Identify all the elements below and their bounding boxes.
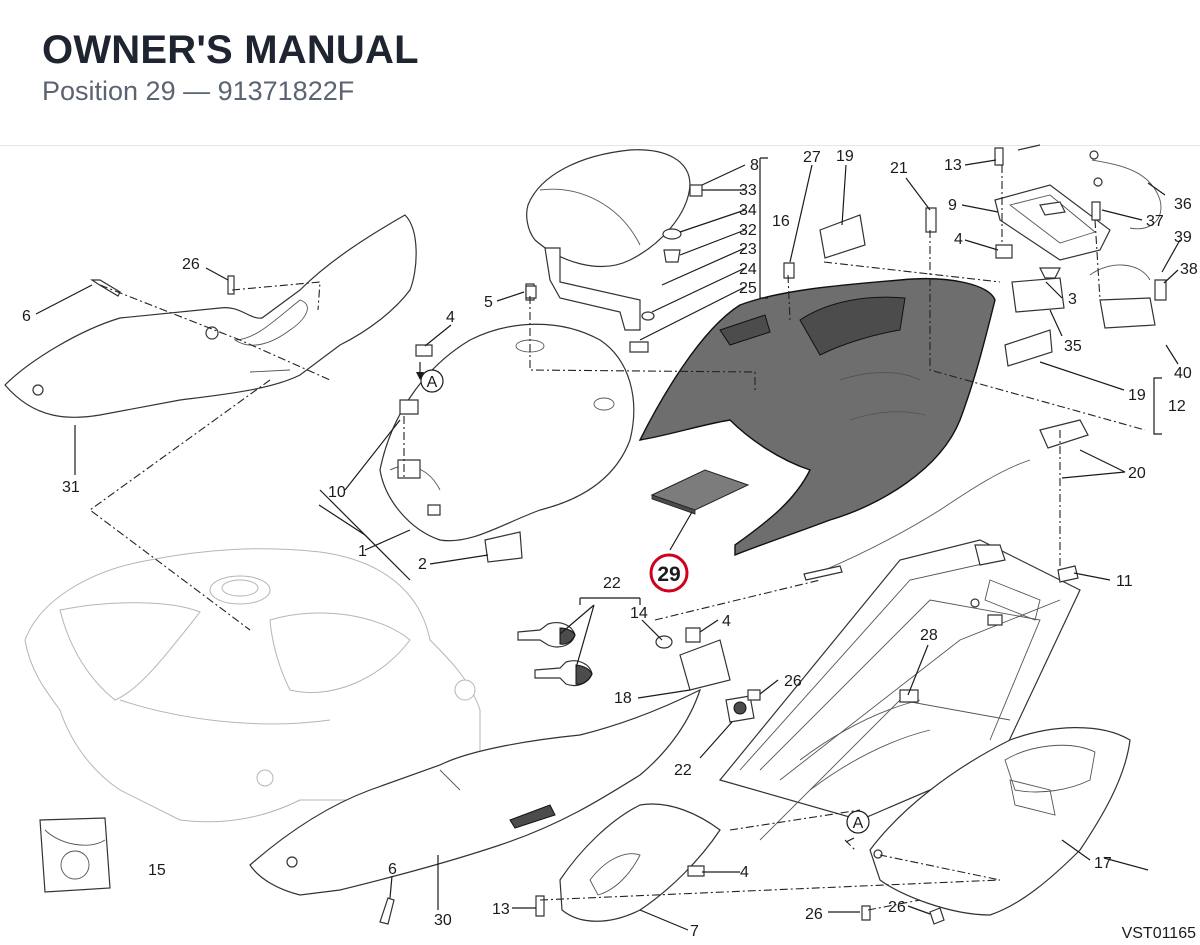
callout-36: 36 xyxy=(1174,196,1192,213)
callout-25: 25 xyxy=(739,280,757,297)
callout-37: 37 xyxy=(1146,213,1164,230)
callout-18: 18 xyxy=(614,690,632,707)
reference-a-top: A xyxy=(416,362,444,393)
callout-35: 35 xyxy=(1064,338,1082,355)
left-side-panel xyxy=(4,214,417,418)
highlighted-callout-29[interactable]: 29 xyxy=(649,553,689,593)
reference-a-bottom: A xyxy=(845,810,870,843)
callout-3: 3 xyxy=(1068,291,1077,308)
callout-24: 24 xyxy=(739,261,757,278)
callout-34: 34 xyxy=(739,202,757,219)
callout-15: 15 xyxy=(148,862,166,879)
callout-20: 20 xyxy=(1128,465,1146,482)
cover-panel xyxy=(559,803,721,922)
page-header: OWNER'S MANUAL Position 29 — 91371822F xyxy=(0,0,1200,146)
page-subtitle: Position 29 — 91371822F xyxy=(42,76,355,106)
tail-fairing xyxy=(638,278,996,557)
right-side-panel xyxy=(249,688,702,896)
callout-32: 32 xyxy=(739,222,757,239)
svg-text:A: A xyxy=(427,374,438,391)
callout-6a: 6 xyxy=(22,308,31,325)
callout-30: 30 xyxy=(434,912,452,929)
callout-33: 33 xyxy=(739,182,757,199)
svg-text:A: A xyxy=(853,815,864,832)
callout-6b: 6 xyxy=(388,861,397,878)
callout-38: 38 xyxy=(1180,261,1198,278)
callout-31: 31 xyxy=(62,479,80,496)
callout-13b: 13 xyxy=(492,901,510,918)
callout-14: 14 xyxy=(630,605,648,622)
callout-9: 9 xyxy=(948,197,957,214)
callout-19b: 19 xyxy=(1128,387,1146,404)
owners-manual-booklet xyxy=(650,469,750,515)
callout-4a: 4 xyxy=(446,309,455,326)
callout-4b: 4 xyxy=(954,231,963,248)
callout-22b: 22 xyxy=(674,762,692,779)
svg-text:29: 29 xyxy=(657,563,680,586)
callout-26d: 26 xyxy=(888,899,906,916)
callout-13a: 13 xyxy=(944,157,962,174)
callout-8: 8 xyxy=(750,157,759,174)
callout-7: 7 xyxy=(690,923,699,940)
callout-21: 21 xyxy=(890,160,908,177)
assembly-lines xyxy=(89,165,1146,911)
page-title: OWNER'S MANUAL xyxy=(42,28,419,72)
callout-4c: 4 xyxy=(722,613,731,630)
callout-23: 23 xyxy=(739,241,757,258)
callout-16: 16 xyxy=(772,213,790,230)
callout-2: 2 xyxy=(418,556,427,573)
callout-10: 10 xyxy=(328,484,346,501)
rear-bracket xyxy=(994,184,1111,261)
callout-27: 27 xyxy=(803,149,821,166)
rider-seat xyxy=(379,323,635,542)
fuel-tank-outline xyxy=(24,548,481,823)
callout-12: 12 xyxy=(1168,398,1186,415)
toolkit-bag xyxy=(39,817,111,893)
callout-28: 28 xyxy=(920,627,938,644)
rear-small-parts xyxy=(819,144,1167,583)
callout-labels: 1 2 3 4 4 4 4 5 6 6 7 8 9 10 11 12 13 13… xyxy=(22,148,1198,940)
ducati-stickers xyxy=(819,214,1053,367)
callout-40: 40 xyxy=(1174,365,1192,382)
callout-39: 39 xyxy=(1174,229,1192,246)
callout-17: 17 xyxy=(1094,855,1112,872)
callout-11: 11 xyxy=(1116,573,1133,590)
callout-26c: 26 xyxy=(805,906,823,923)
callout-1: 1 xyxy=(358,543,367,560)
passenger-seat xyxy=(526,149,691,331)
callout-19a: 19 xyxy=(836,148,854,165)
callout-22a: 22 xyxy=(603,575,621,592)
callout-26a: 26 xyxy=(182,256,200,273)
leader-lines xyxy=(35,157,1181,931)
callout-26b: 26 xyxy=(784,673,802,690)
undertray xyxy=(869,727,1131,916)
screws xyxy=(90,147,1101,925)
figure-code: VST01165 xyxy=(1122,925,1197,942)
callout-4d: 4 xyxy=(740,864,749,881)
callout-5: 5 xyxy=(484,294,493,311)
keys-and-lock xyxy=(517,622,755,723)
